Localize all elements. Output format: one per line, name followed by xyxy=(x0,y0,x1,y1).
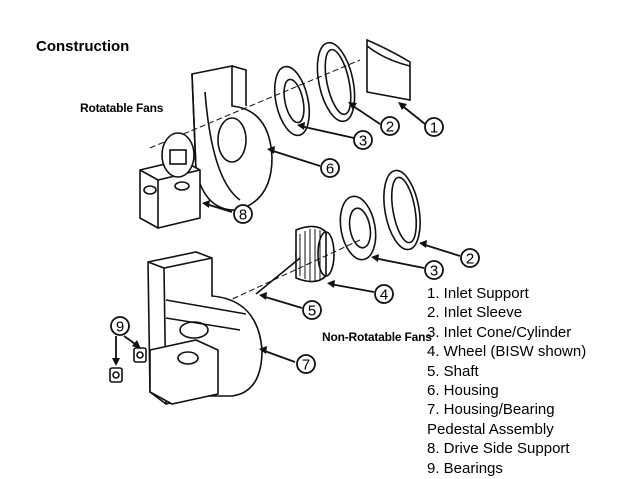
callout-3-bottom: 3 xyxy=(424,260,444,280)
svg-text:9: 9 xyxy=(116,319,124,336)
inlet-cone-bottom xyxy=(339,195,377,261)
legend-item: 4. Wheel (BISW shown) xyxy=(427,343,587,361)
legend-item: 9. Bearings xyxy=(427,459,503,477)
svg-text:4: 4 xyxy=(380,287,388,304)
legend-item: 2. Inlet Sleeve xyxy=(427,304,523,322)
inlet-support-drawing xyxy=(366,38,411,101)
legend-item: 7. Housing/Bearing xyxy=(427,401,555,419)
housing-top xyxy=(149,59,361,211)
callout-8: 8 xyxy=(233,204,253,224)
legend-item: 8. Drive Side Support xyxy=(427,440,570,458)
callout-arrows xyxy=(112,102,461,366)
svg-text:3: 3 xyxy=(430,263,438,280)
non-rotatable-fans-label: Non-Rotatable Fans xyxy=(322,330,432,344)
bearings xyxy=(109,347,147,383)
callout-5: 5 xyxy=(302,300,322,320)
legend-item: 5. Shaft xyxy=(427,362,479,380)
callout-3-top: 3 xyxy=(353,130,373,150)
drive-side-support xyxy=(139,132,201,229)
inlet-sleeve-ring-top xyxy=(316,41,356,123)
callout-4: 4 xyxy=(374,284,394,304)
inlet-cone-top xyxy=(273,65,311,137)
wheel xyxy=(295,225,335,283)
legend-item: Pedestal Assembly xyxy=(427,420,554,438)
svg-text:8: 8 xyxy=(239,207,247,224)
callout-9: 9 xyxy=(110,316,130,336)
callout-2-bottom: 2 xyxy=(460,248,480,268)
rotatable-fans-label: Rotatable Fans xyxy=(80,101,164,115)
legend-item: 3. Inlet Cone/Cylinder xyxy=(427,323,572,341)
svg-text:2: 2 xyxy=(386,119,394,136)
housing-bearing-pedestal xyxy=(147,251,263,405)
callout-7: 7 xyxy=(296,354,316,374)
legend-item: 1. Inlet Support xyxy=(427,285,529,302)
legend-item: 6. Housing xyxy=(427,382,499,400)
svg-text:5: 5 xyxy=(308,303,316,320)
svg-text:2: 2 xyxy=(466,251,474,268)
svg-text:6: 6 xyxy=(326,161,334,178)
slide-title: Construction xyxy=(36,38,130,55)
svg-text:1: 1 xyxy=(430,120,438,137)
callout-2-top: 2 xyxy=(380,116,400,136)
svg-text:7: 7 xyxy=(302,357,310,374)
parts-legend: 1. Inlet Support 2. Inlet Sleeve 3. Inle… xyxy=(427,284,586,478)
callout-6: 6 xyxy=(320,158,340,178)
callout-1: 1 xyxy=(424,117,444,137)
inlet-sleeve-ring-bottom xyxy=(383,169,421,251)
svg-text:3: 3 xyxy=(359,133,367,150)
